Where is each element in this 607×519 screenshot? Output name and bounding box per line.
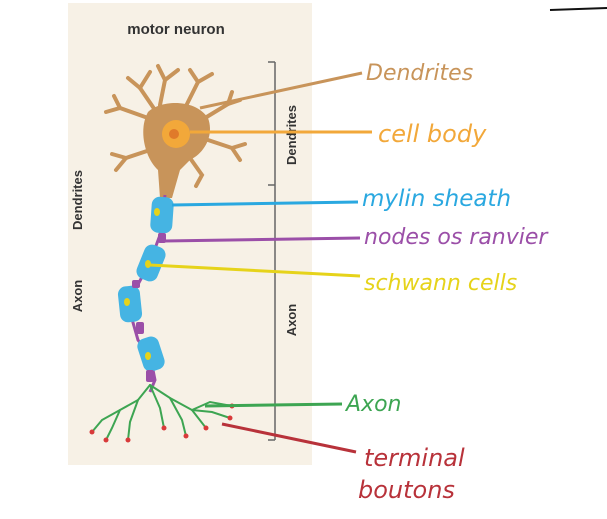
pointer-dendrites (199, 71, 363, 110)
figure-panel (68, 3, 312, 465)
right-label-dendrites: Dendrites (284, 105, 299, 165)
annotation-boutons: boutons (358, 476, 455, 504)
stray-line (549, 7, 607, 11)
nucleus-inner (169, 129, 179, 139)
right-bracket (268, 61, 276, 441)
schwann-nuclei (124, 208, 160, 360)
right-label-axon: Axon (284, 304, 299, 337)
pointer-myelin (171, 200, 359, 207)
annotation-schwann: schwann cells (364, 271, 517, 296)
figure-title: motor neuron (127, 21, 225, 38)
myelin-segments (117, 196, 174, 372)
terminal-boutons (89, 403, 235, 443)
annotation-myelin: mylin sheath (362, 186, 511, 212)
annotation-axon: Axon (344, 392, 401, 417)
annotation-terminal: terminal (364, 444, 465, 472)
cell-body-shape (143, 102, 210, 198)
pointer-schwann (149, 263, 361, 278)
left-label-axon: Axon (70, 280, 85, 313)
annotation-nodes: nodes os ranvier (364, 225, 549, 250)
annotation-cell-body: cell body (378, 120, 487, 148)
left-label-dendrites: Dendrites (70, 170, 85, 230)
pointer-terminal (221, 422, 357, 454)
pointer-axon (204, 402, 343, 408)
annotation-dendrites: Dendrites (366, 61, 473, 86)
pointer-nodes (163, 236, 361, 243)
